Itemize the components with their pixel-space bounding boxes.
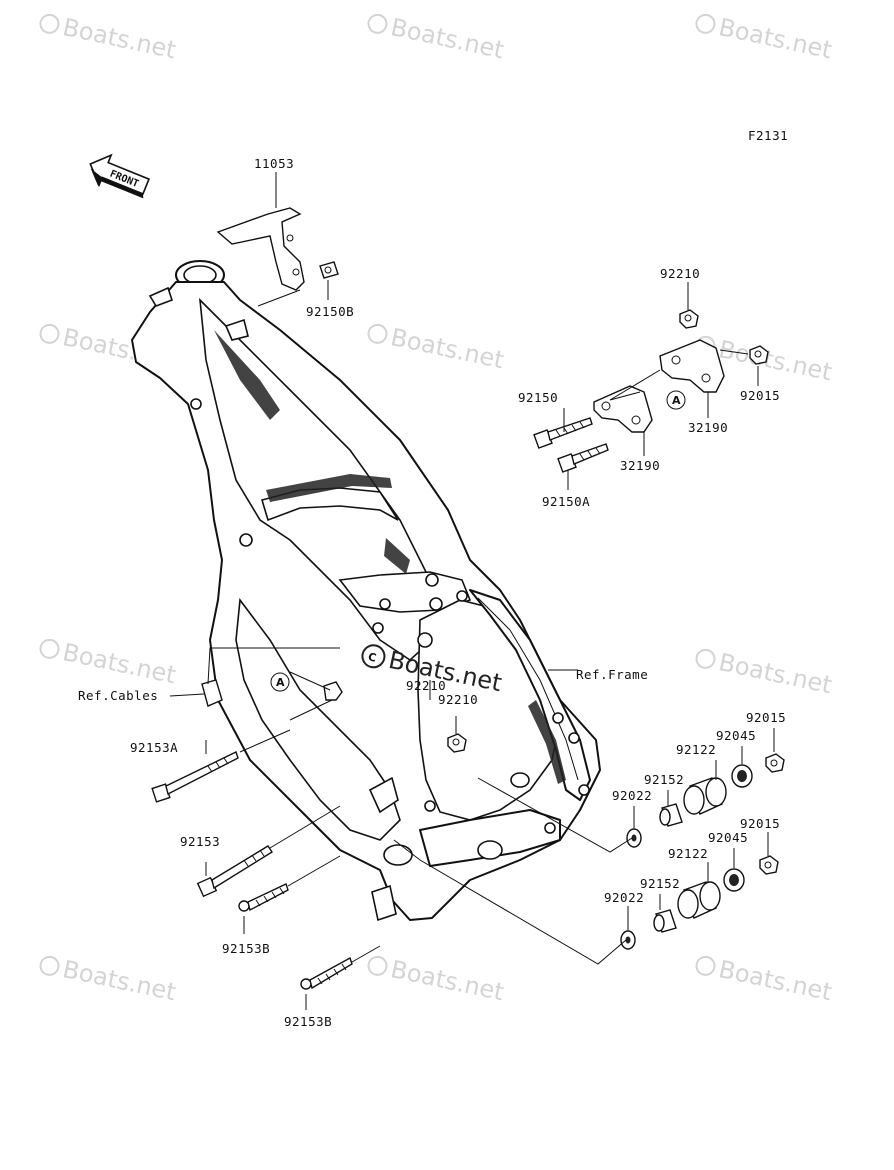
callout-a-upper: A (666, 390, 686, 410)
part-92045-bearing-1 (731, 764, 753, 788)
label-32190-right: 32190 (688, 420, 728, 435)
watermark-5: Boats.net (367, 323, 506, 374)
svg-text:Boats.net: Boats.net (60, 13, 178, 64)
part-92045-bearing-2 (723, 868, 745, 892)
part-92153-bolt (196, 845, 273, 898)
svg-text:Boats.net: Boats.net (716, 955, 834, 1006)
watermark-7: Boats.net (39, 638, 178, 689)
label-92122-1: 92122 (676, 742, 716, 757)
watermark-11: Boats.net (695, 955, 834, 1006)
part-11053-bracket (216, 207, 305, 291)
svg-text:A: A (672, 394, 681, 407)
watermark-9: Boats.net (39, 955, 178, 1006)
label-92015-r1: 92015 (746, 710, 786, 725)
label-92153a: 92153A (130, 740, 178, 755)
part-92122-collar-2 (677, 881, 721, 919)
motorcycle-frame (131, 260, 601, 922)
label-92015-top: 92015 (740, 388, 780, 403)
part-labels: 11053 92150B 92210 92015 92150 32190 321… (78, 156, 786, 1029)
part-92150b-bolt (319, 261, 339, 279)
svg-text:A: A (276, 676, 285, 689)
part-92022-washer-1 (626, 828, 642, 848)
part-92015-nut-top (749, 345, 769, 365)
figure-code: F2131 (748, 128, 788, 143)
label-92153b-1: 92153B (222, 941, 270, 956)
callout-a-lower: A (270, 672, 290, 692)
label-92022-1: 92022 (612, 788, 652, 803)
watermark-1: Boats.net (39, 13, 178, 64)
part-32190-left-bracket (593, 385, 653, 433)
label-92022-2: 92022 (604, 890, 644, 905)
svg-text:Boats.net: Boats.net (388, 323, 506, 374)
label-92122-2: 92122 (668, 846, 708, 861)
part-92210-nut-top (679, 309, 699, 329)
watermark-2: Boats.net (367, 13, 506, 64)
part-92210-nut-mid (447, 733, 467, 753)
watermark-3: Boats.net (695, 13, 834, 64)
leader-lines (169, 172, 775, 1010)
label-92210-mid: 92210 (406, 678, 446, 693)
label-11053: 11053 (254, 156, 294, 171)
part-92153b-bolt-1 (238, 883, 289, 912)
part-mount-nut-mid (323, 681, 343, 701)
label-92150: 92150 (518, 390, 558, 405)
svg-text:Boats.net: Boats.net (716, 648, 834, 699)
label-92153b-2: 92153B (284, 1014, 332, 1029)
part-92152-sleeve-1 (659, 803, 683, 827)
svg-text:Boats.net: Boats.net (716, 335, 834, 386)
part-92153b-bolt-2 (300, 956, 353, 990)
label-92150b: 92150B (306, 304, 354, 319)
part-92150a-bolt (557, 443, 609, 473)
svg-text:Boats.net: Boats.net (60, 955, 178, 1006)
part-92022-washer-2 (620, 930, 636, 950)
label-92153: 92153 (180, 834, 220, 849)
label-ref-frame: Ref.Frame (576, 667, 648, 682)
front-arrow-icon: FRONT (89, 153, 150, 199)
svg-text:Boats.net: Boats.net (388, 13, 506, 64)
label-92045-1: 92045 (716, 728, 756, 743)
part-92152-sleeve-2 (653, 909, 677, 933)
label-32190-left: 32190 (620, 458, 660, 473)
label-92150a: 92150A (542, 494, 590, 509)
svg-text:Boats.net: Boats.net (60, 638, 178, 689)
part-92153a-bolt (151, 751, 239, 803)
part-92122-collar-1 (683, 777, 727, 815)
label-92152-2: 92152 (640, 876, 680, 891)
part-32190-right-bracket (659, 339, 725, 393)
label-92045-2: 92045 (708, 830, 748, 845)
part-92150-bolt (533, 417, 593, 449)
label-92015-r2: 92015 (740, 816, 780, 831)
label-ref-cables: Ref.Cables (78, 688, 158, 703)
label-92210-mid2: 92210 (438, 692, 478, 707)
label-92210-top: 92210 (660, 266, 700, 281)
svg-text:C: C (367, 650, 378, 664)
part-ref-cables-clamp (201, 679, 223, 707)
watermark-10: Boats.net (367, 955, 506, 1006)
part-92015-nut-r2 (759, 855, 779, 875)
svg-text:Boats.net: Boats.net (388, 955, 506, 1006)
label-92152-1: 92152 (644, 772, 684, 787)
part-92015-nut-r1 (765, 753, 785, 773)
svg-text:Boats.net: Boats.net (716, 13, 834, 64)
watermark-8: Boats.net (695, 648, 834, 699)
